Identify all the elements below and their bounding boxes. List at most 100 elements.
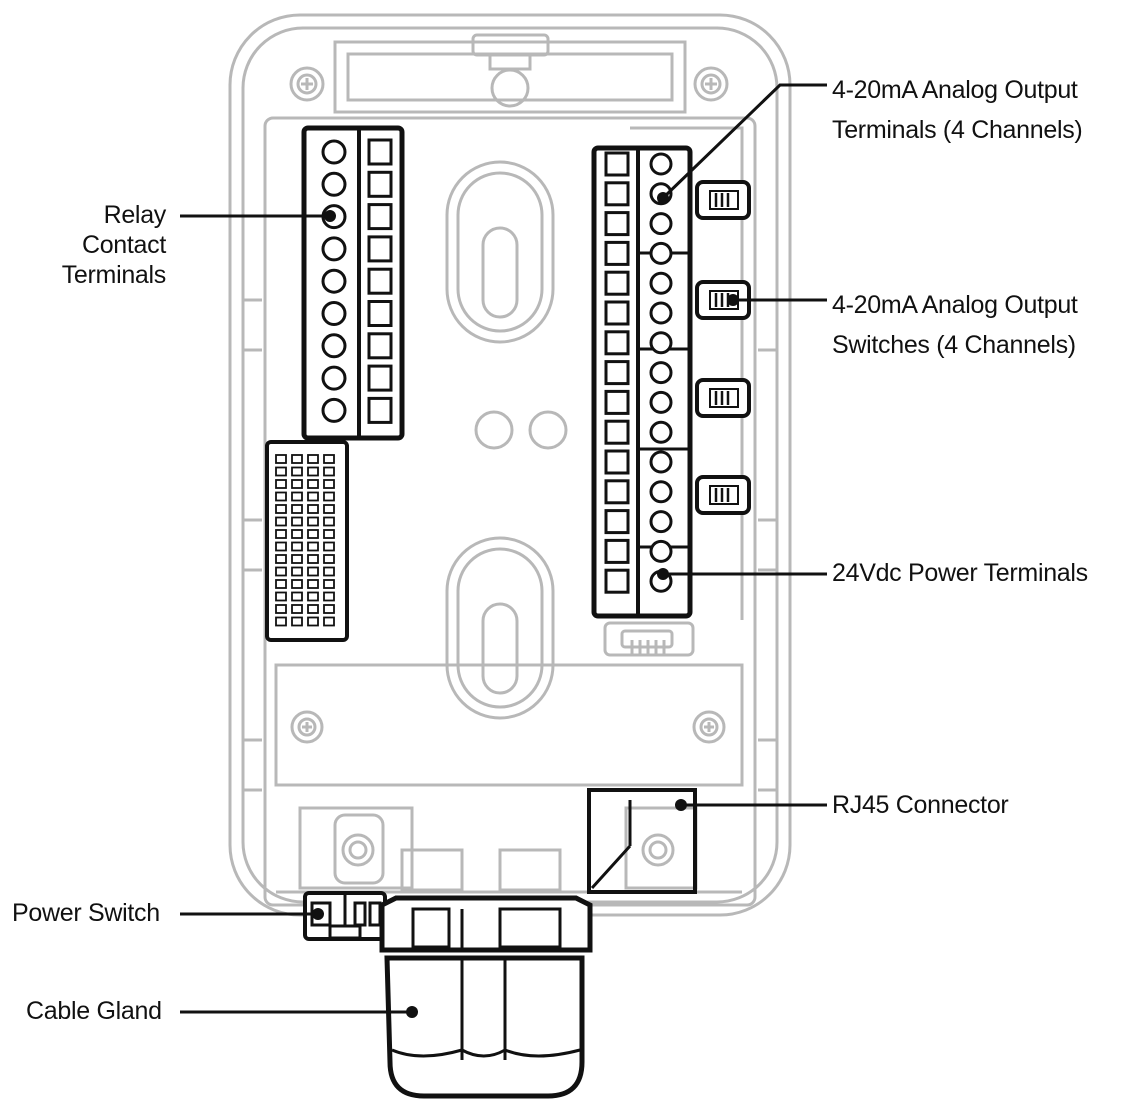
relay-terminal-clamp — [367, 364, 393, 392]
output-terminal-screw — [649, 301, 673, 325]
output-terminal-clamp — [604, 240, 630, 266]
ribbon-connector-pin — [291, 566, 303, 577]
ribbon-connector-pin — [275, 566, 287, 577]
label-cable-gland: Cable Gland — [26, 997, 162, 1025]
ribbon-connector-pin — [323, 541, 335, 552]
output-terminal-screw — [649, 450, 673, 474]
ribbon-connector-pin — [307, 479, 319, 489]
output-terminal-screw — [649, 390, 673, 414]
output-terminal-clamp — [604, 270, 630, 296]
ribbon-connector-pin — [323, 516, 335, 527]
relay-terminal-screw — [321, 333, 347, 359]
output-terminal-clamp — [604, 389, 630, 415]
label-24vdc-power-terminals: 24Vdc Power Terminals — [832, 559, 1088, 587]
output-terminal-clamp — [604, 330, 630, 356]
ribbon-connector — [265, 440, 349, 642]
ribbon-connector-pin — [275, 579, 287, 589]
output-terminal-clamp — [604, 360, 630, 386]
relay-terminal-clamp — [367, 332, 393, 360]
output-terminal-screw — [649, 152, 673, 176]
ribbon-connector-pin — [307, 529, 319, 539]
ribbon-connector-pin — [291, 491, 303, 502]
relay-terminal-clamp — [367, 203, 393, 231]
ribbon-connector-pin — [307, 566, 319, 577]
relay-terminal-screw — [321, 397, 347, 423]
ribbon-connector-pin — [323, 604, 335, 614]
ribbon-connector-pin — [323, 566, 335, 577]
relay-terminal-screw — [321, 171, 347, 197]
ribbon-connector-pin — [323, 504, 335, 514]
ribbon-connector-pin — [291, 516, 303, 527]
output-terminal-clamp — [604, 479, 630, 505]
relay-terminal-screw — [321, 236, 347, 262]
output-terminal-screw — [649, 510, 673, 534]
ribbon-connector-pin — [275, 466, 287, 477]
leader-analog-terminals — [661, 83, 827, 200]
leader-lines — [180, 83, 827, 1014]
ribbon-connector-pin — [307, 579, 319, 589]
relay-terminal-screw — [321, 301, 347, 326]
label-relay-contact-terminals: Relay Contact Terminals — [61, 201, 167, 289]
label-analog-output-terminals: 4-20mA Analog Output Terminals (4 Channe… — [832, 76, 1083, 144]
relay-terminal-clamp — [367, 235, 393, 263]
ribbon-connector-pin — [307, 504, 319, 514]
ribbon-connector-pin — [323, 491, 335, 502]
output-terminal-clamp — [604, 449, 630, 475]
relay-terminal-clamp — [367, 267, 393, 295]
output-terminal-screw — [649, 480, 673, 504]
ribbon-connector-pin — [307, 554, 319, 564]
output-terminal-clamp — [604, 419, 630, 445]
analog-output-switch-window — [709, 485, 739, 505]
output-terminal-clamp — [604, 181, 630, 207]
ribbon-connector-pin — [307, 591, 319, 602]
relay-terminal-screw — [321, 268, 347, 294]
ribbon-connector-pin — [323, 579, 335, 589]
output-terminal-clamp — [604, 151, 630, 177]
ribbon-connector-pin — [275, 479, 287, 489]
ribbon-connector-pin — [291, 541, 303, 552]
relay-terminal-clamp — [367, 138, 393, 166]
rj45-connector-housing — [587, 788, 697, 894]
label-power-switch: Power Switch — [12, 899, 160, 927]
output-terminal-clamp — [604, 538, 630, 564]
ribbon-connector-pin — [291, 479, 303, 489]
ribbon-connector-pin — [323, 454, 335, 464]
ribbon-connector-pin — [291, 579, 303, 589]
relay-terminal-clamp — [367, 170, 393, 198]
ribbon-connector-pin — [291, 454, 303, 464]
ribbon-connector-pin — [291, 604, 303, 614]
output-terminal-clamp — [604, 568, 630, 594]
ribbon-connector-pin — [275, 541, 287, 552]
label-rj45-connector: RJ45 Connector — [832, 791, 1009, 819]
ribbon-connector-pin — [323, 616, 335, 627]
label-analog-output-switches: 4-20mA Analog Output Switches (4 Channel… — [832, 291, 1078, 359]
output-terminal-screw — [649, 271, 673, 295]
ribbon-connector-pin — [275, 529, 287, 539]
ribbon-connector-pin — [291, 504, 303, 514]
ribbon-connector-pin — [291, 466, 303, 477]
relay-terminal-clamp — [367, 300, 393, 327]
ribbon-connector-pin — [291, 529, 303, 539]
ribbon-connector-pin — [275, 516, 287, 527]
ribbon-connector-pin — [291, 616, 303, 627]
ribbon-connector-pin — [275, 591, 287, 602]
ribbon-connector-pin — [323, 529, 335, 539]
output-terminal-screw — [649, 212, 673, 236]
cable-gland-body — [379, 895, 593, 1099]
ribbon-connector-pin — [275, 554, 287, 564]
output-terminal-clamp — [604, 211, 630, 237]
ribbon-connector-pin — [275, 616, 287, 627]
output-terminal-screw — [649, 539, 673, 563]
ribbon-connector-pin — [275, 491, 287, 502]
output-terminal-screw — [649, 331, 673, 355]
output-terminal-clamp — [604, 300, 630, 326]
relay-terminal-screw — [321, 139, 347, 165]
leader-dots — [312, 192, 739, 1018]
relay-terminal-clamp — [367, 396, 393, 424]
output-terminal-clamp — [604, 509, 630, 535]
ribbon-connector-pin — [307, 516, 319, 527]
ribbon-connector-pin — [323, 591, 335, 602]
ribbon-connector-pin — [307, 491, 319, 502]
